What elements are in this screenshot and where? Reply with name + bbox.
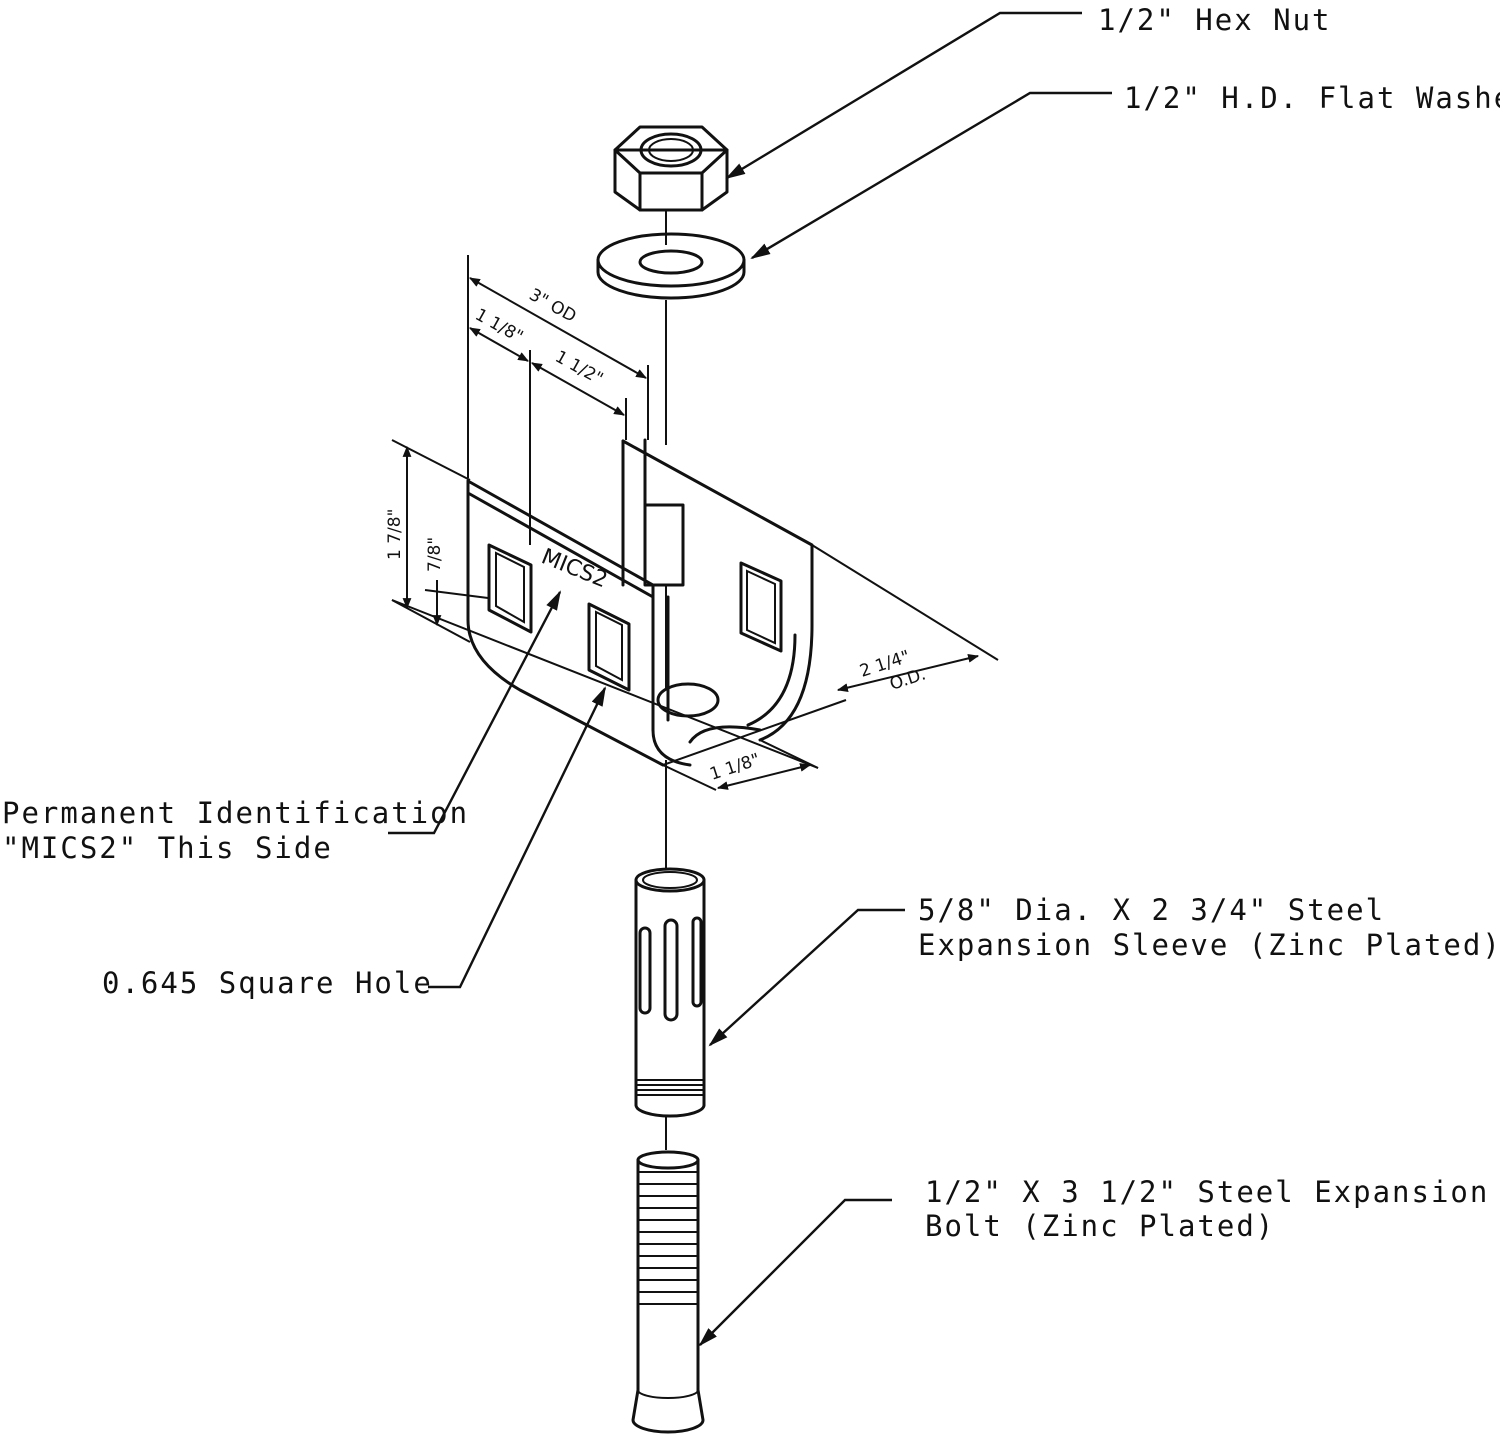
dim-hole-height: 7/8" — [425, 537, 445, 572]
dim-overall-od: 3" OD — [526, 285, 580, 327]
square-hole-label: 0.645 Square Hole — [102, 966, 433, 1000]
identification-label-line1: Permanent Identification — [2, 796, 469, 830]
flat-washer-label: 1/2" H.D. Flat Washer — [1124, 81, 1500, 115]
bolt-label-line2: Bolt (Zinc Plated) — [925, 1209, 1275, 1243]
hex-nut — [613, 125, 729, 212]
expansion-bolt — [631, 1150, 705, 1434]
callout-labels: 1/2" Hex Nut 1/2" H.D. Flat Washer Perma… — [2, 3, 1500, 1243]
sleeve-label-line1: 5/8" Dia. X 2 3/4" Steel — [918, 893, 1385, 927]
dimension-lines — [391, 255, 999, 791]
leader-lines — [388, 11, 1112, 1347]
identification-label-line2: "MICS2" This Side — [2, 831, 333, 865]
dim-height: 1 7/8" — [385, 509, 405, 560]
sleeve-label-line2: Expansion Sleeve (Zinc Plated) — [918, 928, 1500, 962]
bolt-label-line1: 1/2" X 3 1/2" Steel Expansion — [925, 1175, 1489, 1209]
expansion-sleeve — [634, 867, 706, 1118]
bolt-threads — [638, 1171, 698, 1305]
dim-offset: 1 1/8" — [472, 305, 527, 347]
dim-slot-span: 1 1/2" — [552, 347, 607, 389]
flat-washer — [596, 232, 746, 300]
hex-nut-label: 1/2" Hex Nut — [1098, 3, 1332, 37]
sleeve-knurl — [636, 1079, 704, 1096]
u-clip: MICS2 — [466, 438, 814, 767]
